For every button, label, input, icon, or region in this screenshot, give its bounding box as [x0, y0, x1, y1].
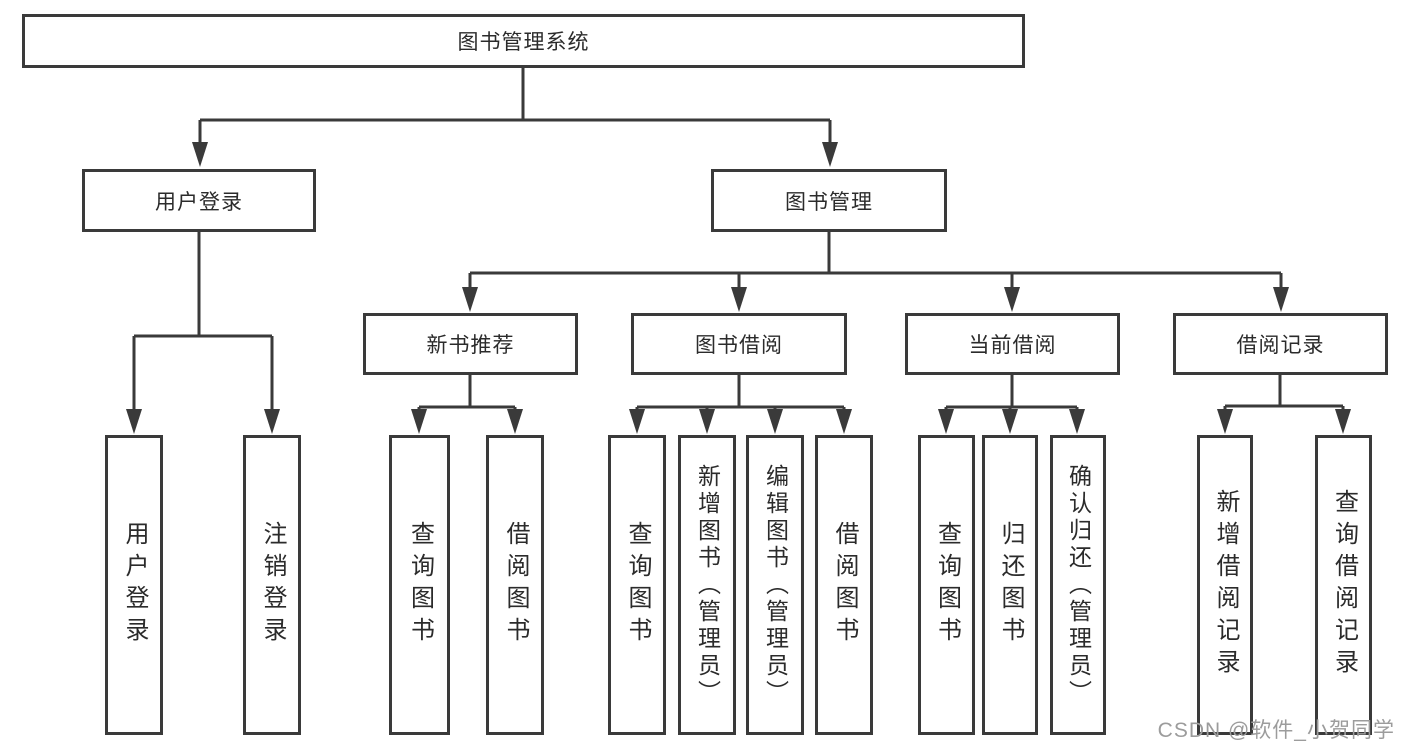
leaf-label: 确认归还（管理员） — [1065, 463, 1092, 707]
node-label: 当前借阅 — [968, 334, 1057, 357]
node-new-book-recommend: 新书推荐 — [363, 313, 578, 375]
leaf-label: 新增借阅记录 — [1212, 489, 1239, 681]
leaf-user-login: 用户登录 — [105, 435, 163, 735]
node-current-borrowing: 当前借阅 — [905, 313, 1120, 375]
leaf-label: 查询图书 — [406, 521, 434, 649]
leaf-label: 用户登录 — [121, 521, 148, 649]
node-book-management: 图书管理 — [711, 169, 947, 232]
node-label: 新书推荐 — [426, 334, 515, 357]
node-label: 图书管理系统 — [457, 31, 590, 54]
leaf-label: 归还图书 — [997, 521, 1024, 649]
node-library-system: 图书管理系统 — [22, 14, 1025, 68]
node-label: 图书借阅 — [695, 334, 783, 357]
leaf-current-query-books: 查询图书 — [918, 435, 975, 735]
leaf-recommend-query-books: 查询图书 — [389, 435, 450, 735]
leaf-recommend-borrow-books: 借阅图书 — [486, 435, 544, 735]
node-label: 图书管理 — [785, 190, 873, 214]
leaf-logout-login: 注销登录 — [243, 435, 301, 735]
csdn-watermark: CSDN @软件_小贺同学 — [1157, 719, 1395, 742]
leaf-label: 查询图书 — [624, 521, 651, 649]
leaf-label: 查询借阅记录 — [1330, 489, 1358, 681]
node-user-login: 用户登录 — [82, 169, 316, 232]
leaf-label: 借阅图书 — [502, 521, 529, 649]
node-label: 借阅记录 — [1236, 334, 1325, 357]
leaf-label: 新增图书（管理员） — [694, 463, 721, 707]
leaf-records-add-record: 新增借阅记录 — [1197, 435, 1253, 735]
leaf-borrowing-edit-books-admin: 编辑图书（管理员） — [746, 435, 804, 735]
node-book-borrowing: 图书借阅 — [631, 313, 847, 375]
leaf-borrowing-borrow-books: 借阅图书 — [815, 435, 873, 735]
leaf-label: 编辑图书（管理员） — [762, 463, 789, 707]
leaf-current-confirm-return-admin: 确认归还（管理员） — [1050, 435, 1106, 735]
leaf-label: 借阅图书 — [831, 521, 858, 649]
leaf-borrowing-query-books: 查询图书 — [608, 435, 666, 735]
leaf-borrowing-add-books-admin: 新增图书（管理员） — [678, 435, 736, 735]
leaf-label: 注销登录 — [259, 521, 286, 649]
node-label: 用户登录 — [155, 190, 243, 214]
leaf-label: 查询图书 — [933, 521, 961, 649]
node-borrowing-records: 借阅记录 — [1173, 313, 1388, 375]
leaf-current-return-books: 归还图书 — [982, 435, 1038, 735]
leaf-records-query-record: 查询借阅记录 — [1315, 435, 1372, 735]
